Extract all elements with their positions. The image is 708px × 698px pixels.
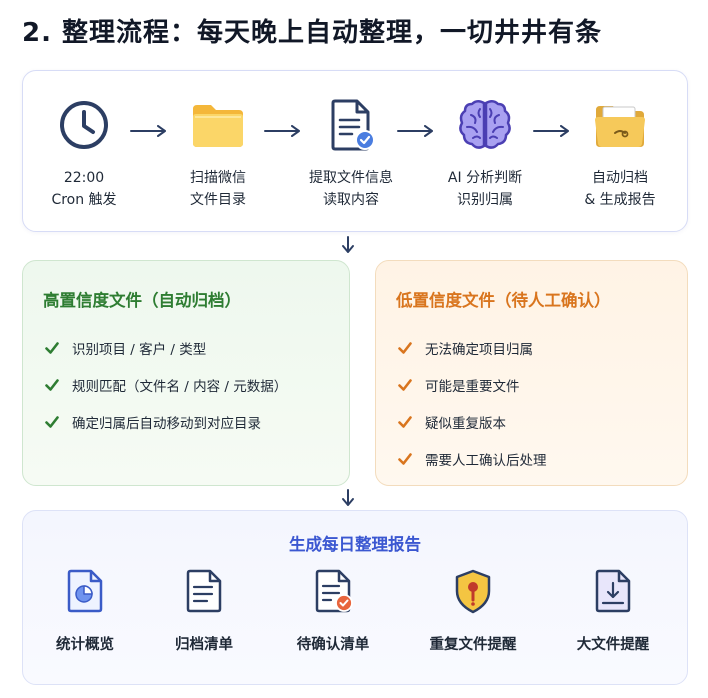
report-item-label: 待确认清单 — [296, 637, 370, 653]
flow-step-trigger: 22:00 Cron 触发 — [20, 93, 148, 211]
list-item-label: 识别项目 / 客户 / 类型 — [72, 341, 207, 358]
flow-arrow-right — [397, 122, 435, 137]
flow-step-line1: 扫描微信 — [190, 170, 246, 186]
report-item-large-file-alert: 大文件提醒 — [553, 567, 673, 654]
list-item: 规则匹配（文件名 / 内容 / 元数据） — [45, 366, 287, 403]
list-item-label: 可能是重要文件 — [425, 378, 520, 395]
check-icon — [45, 415, 59, 428]
document-check-icon — [319, 93, 383, 157]
low-confidence-panel: 低置信度文件（待人工确认） 无法确定项目归属 可能是重要文件 疑似重复版本 需要… — [375, 260, 688, 486]
flow-arrow-right — [264, 122, 302, 137]
check-icon — [398, 452, 412, 465]
list-item: 识别项目 / 客户 / 类型 — [45, 329, 287, 366]
list-item: 可能是重要文件 — [398, 366, 547, 403]
flow-step-archive: 自动归档 & 生成报告 — [556, 93, 684, 211]
pending-document-icon — [311, 567, 355, 615]
shield-alert-icon — [451, 567, 495, 615]
flow-arrow-right — [533, 122, 571, 137]
list-document-icon — [182, 567, 226, 615]
archive-folder-icon — [588, 93, 652, 157]
folder-icon — [186, 93, 250, 157]
daily-report-panel: 生成每日整理报告 统计概览 归档清单 — [22, 510, 688, 685]
report-item-label: 大文件提醒 — [576, 637, 650, 653]
page-title: 2. 整理流程：每天晚上自动整理，一切井井有条 — [22, 18, 603, 48]
list-item-label: 规则匹配（文件名 / 内容 / 元数据） — [72, 378, 288, 395]
flow-step-analyze: AI 分析判断 识别归属 — [421, 93, 549, 211]
flow-step-line2: Cron 触发 — [51, 192, 117, 208]
check-icon — [398, 378, 412, 391]
report-item-overview: 统计概览 — [25, 567, 145, 654]
low-confidence-title: 低置信度文件（待人工确认） — [396, 291, 611, 310]
list-item-label: 疑似重复版本 — [425, 415, 506, 432]
flow-arrow-down — [341, 489, 355, 507]
flow-step-line1: 22:00 — [63, 170, 105, 186]
clock-icon — [52, 93, 116, 157]
flow-step-line1: 自动归档 — [592, 170, 648, 186]
report-item-archive-list: 归档清单 — [144, 567, 264, 654]
high-confidence-panel: 高置信度文件（自动归档） 识别项目 / 客户 / 类型 规则匹配（文件名 / 内… — [22, 260, 350, 486]
flow-arrow-right — [130, 122, 168, 137]
flow-step-line2: 读取内容 — [323, 192, 379, 208]
chart-document-icon — [63, 567, 107, 615]
list-item: 疑似重复版本 — [398, 403, 547, 440]
flow-panel: 22:00 Cron 触发 扫描微信 文件目录 — [22, 70, 688, 232]
flow-step-line2: 文件目录 — [190, 192, 246, 208]
list-item: 需要人工确认后处理 — [398, 440, 547, 477]
report-item-duplicate-alert: 重复文件提醒 — [413, 567, 533, 654]
flow-arrow-down — [341, 236, 355, 254]
report-item-label: 统计概览 — [56, 637, 114, 653]
flow-step-line1: AI 分析判断 — [447, 170, 523, 186]
check-icon — [398, 415, 412, 428]
flow-step-scan: 扫描微信 文件目录 — [154, 93, 282, 211]
check-icon — [398, 341, 412, 354]
report-item-label: 归档清单 — [175, 637, 233, 653]
flow-step-line2: 识别归属 — [457, 192, 513, 208]
flow-step-line2: & 生成报告 — [584, 192, 656, 208]
list-item-label: 需要人工确认后处理 — [425, 452, 547, 469]
list-item-label: 确定归属后自动移动到对应目录 — [72, 415, 261, 432]
list-item-label: 无法确定项目归属 — [425, 341, 533, 358]
brain-icon — [453, 93, 517, 157]
large-file-icon — [591, 567, 635, 615]
report-item-label: 重复文件提醒 — [429, 637, 517, 653]
check-icon — [45, 378, 59, 391]
report-item-pending-list: 待确认清单 — [273, 567, 393, 654]
report-title: 生成每日整理报告 — [289, 535, 421, 554]
high-confidence-title: 高置信度文件（自动归档） — [43, 291, 241, 310]
flow-step-extract: 提取文件信息 读取内容 — [287, 93, 415, 211]
check-icon — [45, 341, 59, 354]
list-item: 确定归属后自动移动到对应目录 — [45, 403, 287, 440]
list-item: 无法确定项目归属 — [398, 329, 547, 366]
flow-step-line1: 提取文件信息 — [309, 170, 393, 186]
